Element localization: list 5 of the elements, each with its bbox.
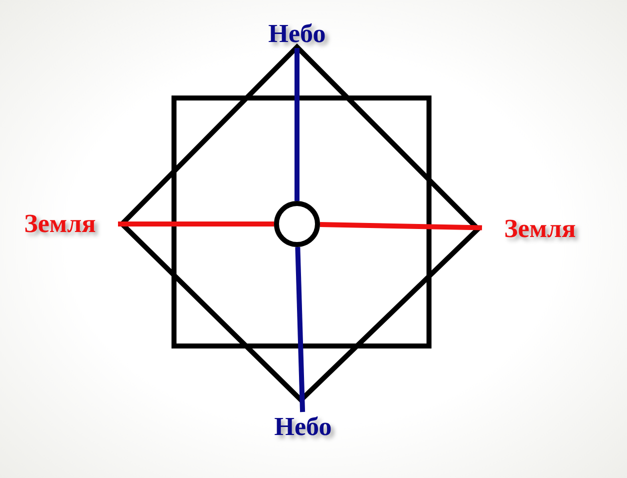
direction-label: Небо — [247, 20, 347, 48]
direction-label: Земля — [2, 210, 118, 238]
direction-label: Земля — [482, 215, 598, 243]
direction-label: Небо — [253, 412, 353, 442]
center-circle — [274, 201, 320, 247]
